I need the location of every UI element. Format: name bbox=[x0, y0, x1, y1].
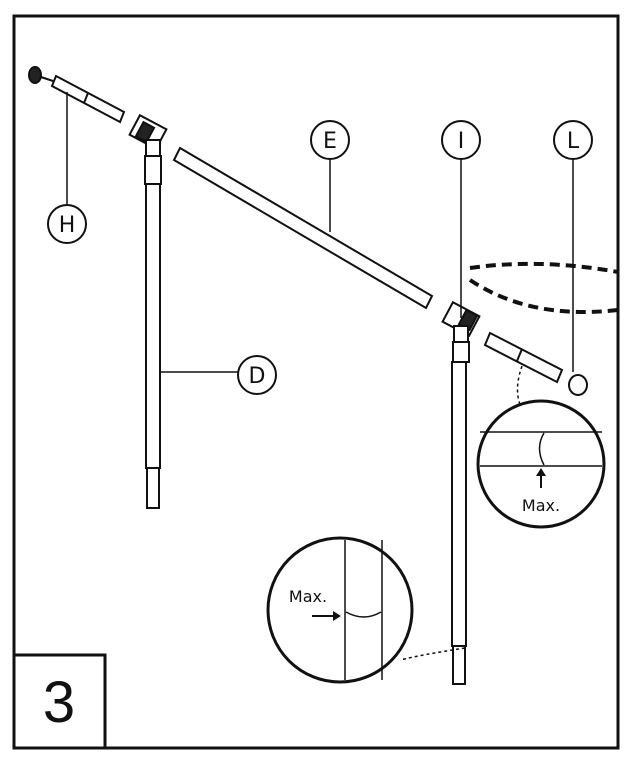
right-vertical-pole bbox=[451, 361, 467, 685]
right-max-callout: Max. bbox=[476, 399, 606, 529]
top-pole-assembly bbox=[28, 66, 588, 396]
step-number-box: 3 bbox=[12, 653, 107, 750]
label-i: I bbox=[441, 120, 481, 160]
left-max-label: Max. bbox=[289, 587, 327, 606]
left-max-callout: Max. bbox=[266, 536, 414, 684]
part-e-tube bbox=[172, 146, 434, 310]
dashed-curtain-lines bbox=[468, 261, 619, 314]
svg-text:I: I bbox=[458, 129, 465, 154]
label-e: E bbox=[310, 120, 350, 160]
right-end-cap bbox=[568, 374, 588, 396]
arrow-right-icon bbox=[333, 611, 341, 621]
right-connector bbox=[441, 300, 481, 363]
arrow-up-icon bbox=[536, 468, 546, 476]
label-h: H bbox=[47, 204, 87, 244]
svg-text:H: H bbox=[59, 213, 76, 238]
left-end-cap bbox=[28, 66, 42, 84]
svg-text:E: E bbox=[323, 129, 337, 154]
left-connector bbox=[128, 113, 168, 185]
label-d: D bbox=[237, 355, 277, 395]
svg-text:D: D bbox=[249, 364, 266, 389]
label-l: L bbox=[553, 120, 593, 160]
svg-text:L: L bbox=[567, 129, 580, 154]
step-number: 3 bbox=[43, 670, 75, 735]
part-h-tube bbox=[50, 74, 126, 124]
leader-lines bbox=[66, 92, 574, 661]
part-l-tube bbox=[483, 331, 564, 384]
right-max-label: Max. bbox=[522, 496, 560, 515]
part-d-pole bbox=[145, 183, 161, 509]
diagram-border bbox=[12, 14, 620, 750]
